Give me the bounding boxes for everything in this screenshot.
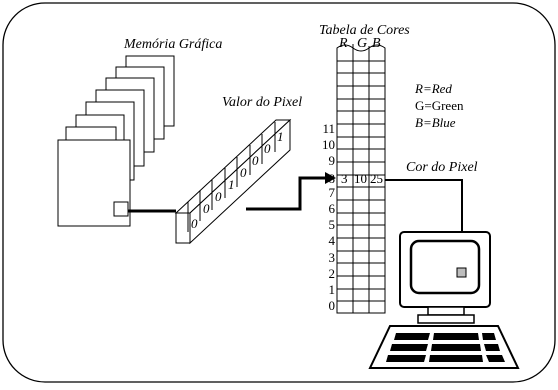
monitor-neck	[427, 306, 465, 316]
pixel-bit-2: 0	[252, 153, 259, 168]
monitor-screen	[409, 239, 481, 295]
header-g: G	[357, 36, 367, 51]
pixel-bit-7: 0	[191, 216, 198, 231]
table-index-7: 7	[329, 185, 336, 200]
table-index-1: 1	[329, 282, 336, 297]
pixel-bit-1: 0	[264, 141, 271, 156]
table-index-10: 10	[322, 137, 335, 152]
color-table-grid	[337, 44, 385, 313]
pixel-bit-4: 1	[228, 177, 235, 192]
selected-row-g: 10	[354, 171, 367, 186]
pixel-bit-3: 0	[240, 165, 247, 180]
screen-pixel	[456, 267, 467, 278]
pixel-register-dividers	[187, 122, 276, 232]
valor-do-pixel-label: Valor do Pixel	[222, 95, 302, 110]
tabela-de-cores-label: Tabela de Cores	[319, 23, 410, 38]
table-index-0: 0	[329, 298, 336, 313]
outer-frame	[2, 2, 556, 383]
legend-green: G=Green	[415, 98, 464, 113]
selected-pixel-square	[113, 201, 129, 217]
monitor-base	[417, 314, 475, 324]
selected-row-r: 3	[341, 171, 348, 186]
monitor	[399, 231, 491, 324]
memoria-grafica-label: Memória Gráfica	[123, 37, 222, 52]
table-index-11: 11	[322, 121, 335, 136]
header-r: R	[338, 36, 348, 51]
table-index-9: 9	[329, 153, 336, 168]
table-index-5: 5	[329, 217, 336, 232]
pixel-bit-6: 0	[203, 201, 210, 216]
table-index-2: 2	[329, 266, 336, 281]
pixel-bit-5: 0	[215, 189, 222, 204]
selected-row: 8 3 10 25	[329, 171, 384, 186]
cor-do-pixel-label: Cor do Pixel	[406, 160, 478, 175]
pixel-bits: 1 0 0 0 1 0 0 0	[191, 129, 284, 231]
register-to-table-arrow	[246, 176, 325, 211]
legend-red: R=Red	[414, 81, 452, 96]
header-b: B	[372, 36, 381, 51]
color-table	[336, 44, 386, 314]
selected-row-b: 25	[370, 171, 383, 186]
pixel-bit-0: 1	[277, 129, 284, 144]
memory-planes-stack	[57, 55, 175, 227]
selected-row-index: 8	[329, 171, 336, 186]
legend-blue: B=Blue	[415, 115, 456, 130]
table-index-6: 6	[329, 201, 336, 216]
table-index-4: 4	[329, 233, 336, 248]
table-indices: 0 1 2 3 4 5 6 7 9 10 11	[322, 121, 336, 313]
keyboard	[368, 325, 520, 369]
register-to-table-arrowhead	[325, 172, 336, 184]
table-index-3: 3	[329, 250, 336, 265]
